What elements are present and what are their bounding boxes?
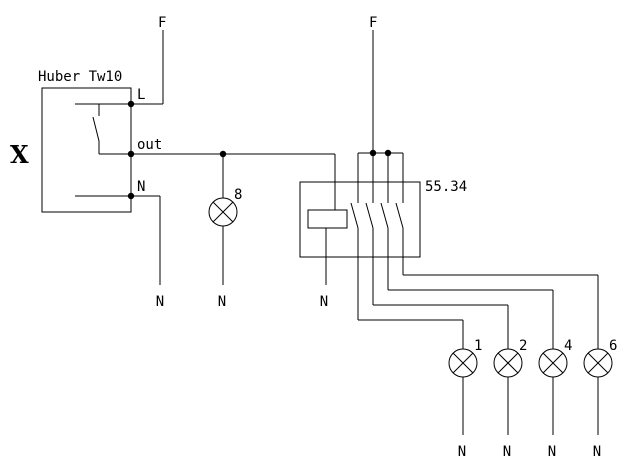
relay-contact-4: [395, 182, 404, 257]
lamp6-label: 6: [609, 338, 617, 354]
timer-box: [41, 87, 132, 213]
feed-wire-lamp4: [387, 257, 554, 349]
lamp-icon-2: [493, 348, 523, 378]
lamp-cross-line: [452, 352, 474, 374]
timer-name-label: Huber Tw10: [38, 69, 122, 85]
neutral-label-lamp6: N: [593, 444, 601, 460]
junction-dot: [127, 100, 135, 108]
lamp-icon-4: [538, 348, 568, 378]
lamp2-label: 2: [519, 338, 527, 354]
contact-blade-icon: [350, 202, 359, 229]
relay-contact-2: [365, 182, 374, 257]
relay-box: [299, 181, 421, 258]
timer-neutral-wire: [131, 195, 161, 285]
relay-model-label: 55.34: [425, 179, 467, 195]
neutral-label-lamp8: N: [218, 294, 226, 310]
timer-designator-label: X: [10, 140, 29, 169]
feed-wire-lamp6: [402, 257, 599, 349]
junction-dot: [384, 149, 392, 157]
relay-contact-3: [380, 182, 389, 257]
terminal-l-label: L: [137, 87, 145, 103]
lamp-cross-line: [212, 201, 234, 223]
contact-blade-icon: [365, 202, 374, 229]
neutral-label-lamp4: N: [548, 444, 556, 460]
switch-blade-icon: [92, 116, 100, 142]
neutral-label-coil: N: [320, 294, 328, 310]
lamp-icon-1: [448, 348, 478, 378]
neutral-label-lamp2: N: [503, 444, 511, 460]
lamp8-label: 8: [234, 187, 242, 203]
terminal-out-label: out: [137, 137, 162, 153]
lamp4-label: 4: [564, 338, 572, 354]
contact-blade-icon: [380, 202, 389, 229]
neutral-label-timer: N: [156, 294, 164, 310]
feed-wire-lamp1: [357, 257, 464, 349]
lamp-cross-line: [542, 352, 564, 374]
phase-label-left: F: [158, 15, 166, 31]
lamp-icon-6: [583, 348, 613, 378]
lamp-cross-line: [587, 352, 609, 374]
terminal-n-label: N: [137, 179, 145, 195]
lamp1-label: 1: [474, 338, 482, 354]
phase-wire-left: [131, 30, 164, 105]
phase-label-right: F: [369, 15, 377, 31]
feed-wire-lamp2: [372, 257, 509, 349]
contact-blade-icon: [395, 202, 404, 229]
lamp-cross-line: [497, 352, 519, 374]
relay-coil: [307, 209, 348, 229]
timer-internal-wiring: [75, 103, 131, 197]
junction-dot: [369, 149, 377, 157]
relay-contact-1: [350, 182, 359, 257]
neutral-label-lamp1: N: [458, 444, 466, 460]
phase-wire-right: [357, 30, 404, 182]
lamp-icon-8: [208, 197, 238, 227]
